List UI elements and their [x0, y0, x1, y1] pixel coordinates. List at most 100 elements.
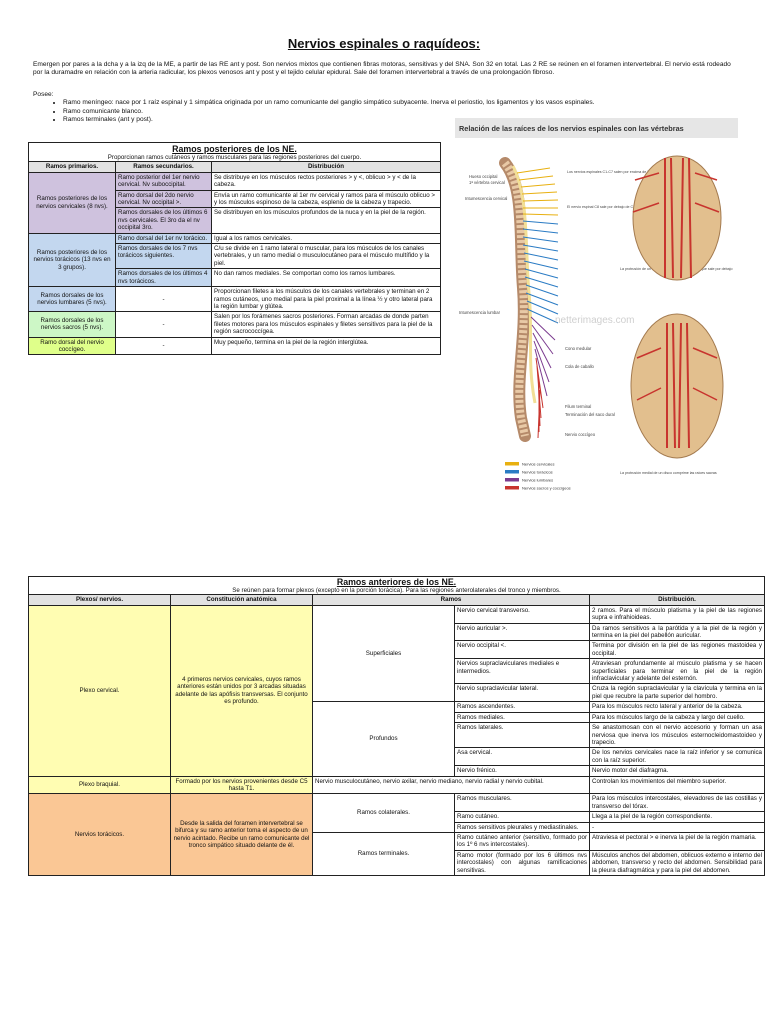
anterior-table-title: Ramos anteriores de los NE.: [336, 577, 457, 587]
table-header: Ramos anteriores de los NE. Se reúnen pa…: [28, 575, 765, 595]
figure-label: Terminación del saco dural: [565, 412, 615, 417]
posterior-table-title: Ramos posteriores de los NE.: [172, 144, 297, 154]
figure-label: Nervio coccígeo: [565, 432, 596, 437]
figure-label: Cono medular: [565, 346, 592, 351]
column-header: Ramos secundarios.: [115, 161, 212, 173]
constitucion-cell: Desde la salida del foramen intervertebr…: [170, 793, 313, 876]
distribution-cell: Atraviesa el pectoral > e inerva la piel…: [589, 831, 765, 851]
table-row: Ramo dorsal del nervio coccígeo. - Muy p…: [28, 336, 441, 356]
list-item: Ramo meníngeo: nace por 1 raíz espinal y…: [63, 99, 594, 107]
table-row: Ramos laterales. Se anastomosan con el n…: [29, 722, 765, 749]
column-header: Ramos primarios.: [28, 161, 116, 173]
lumbar-detail-bottom: [630, 313, 724, 459]
table-row: Nervios torácicos. Desde la salida del f…: [28, 793, 765, 876]
spine-figure: Relación de las raíces de los nervios es…: [455, 118, 738, 498]
table-row: Ramos mediales. Para los músculos largo …: [29, 711, 765, 724]
ramo-cell: Nervio musculocutáneo, nervio axilar, ne…: [312, 775, 590, 795]
table-row: Profundos Ramos ascendentes. Para los mú…: [29, 701, 765, 777]
table-row: Ramos sensitivos pleurales y mediastinal…: [29, 821, 765, 833]
table-row: Nervio supraclavicular lateral. Cruza la…: [29, 683, 765, 703]
ramo-cell: Asa cervical.: [454, 747, 590, 767]
posterior-table-subtitle: Proporcionan ramos cutáneos y ramos musc…: [107, 154, 362, 161]
intro-paragraph: Emergen por pares a la dcha y a la izq d…: [33, 61, 731, 77]
figure-caption: Relación de las raíces de los nervios es…: [459, 124, 684, 133]
legend-label: Nervios torácicos: [522, 470, 553, 475]
table-row: Ramos dorsales de los nervios lumbares (…: [28, 286, 441, 313]
distribution-cell: No dan ramos mediales. Se comportan como…: [211, 268, 441, 288]
distribution-cell: Muy pequeño, termina en la piel de la re…: [211, 336, 441, 356]
legend-swatch-thoracic: [505, 470, 519, 474]
list-item: Ramos terminales (ant y post).: [63, 116, 594, 124]
figure-caption-bar: [455, 118, 738, 138]
ramo-cell: Nervios supraclaviculares mediales e int…: [454, 658, 590, 685]
table-row: Ramos dorsales de los últimos 4 nvs torá…: [29, 268, 441, 288]
table-row: Ramos posteriores de los nervios cervica…: [28, 171, 441, 234]
distribution-cell: Controlan los movimientos del miembro su…: [589, 775, 765, 795]
table-header: Ramos posteriores de los NE. Proporciona…: [28, 141, 441, 162]
distribution-cell: Músculos anchos del abdomen, oblicuos ex…: [589, 849, 765, 877]
table-row: Plexo cervical. 4 primeros nervios cervi…: [28, 604, 765, 777]
secondary-cell: -: [115, 286, 212, 313]
posee-label: Posee:: [33, 91, 54, 98]
figure-note: El nervio espinal C8 sale por debajo de …: [567, 205, 635, 209]
list-item: Ramo comunicante blanco.: [63, 108, 594, 116]
figure-watermark: netterimages.com: [555, 315, 634, 326]
ramo-cell: Nervio supraclavicular lateral.: [454, 683, 590, 703]
distribution-cell: Atraviesan profundamente al músculo plat…: [589, 658, 765, 685]
legend-label: Nervios sacros y coccígeos: [522, 486, 571, 491]
plexo-cell: Plexo braquial.: [28, 775, 171, 795]
posee-list: Posee: Ramo meníngeo: nace por 1 raíz es…: [33, 91, 594, 125]
primary-cell: Ramos posteriores de los nervios torácic…: [28, 232, 116, 288]
table-row: Nervio auricular >. Da ramos sensitivos …: [29, 622, 765, 642]
figure-label: Intumescencia cervical: [465, 196, 507, 201]
distribution-cell: Termina por división en la piel de las r…: [589, 640, 765, 660]
secondary-cell: Ramo posterior del 1er nervio cervical. …: [115, 171, 212, 191]
table-row: Ramo dorsal del 2do nervio cervical. Nv …: [29, 189, 441, 209]
distribution-cell: Se distribuyen en los músculos profundos…: [211, 207, 441, 234]
figure-left-labels: Hueso occipital 1ª vértebra cervical Int…: [459, 174, 615, 437]
column-headers: Ramos primarios. Ramos secundarios. Dist…: [28, 161, 441, 173]
distribution-cell: Envía un ramo comunicante al 1er nv cerv…: [211, 189, 441, 209]
table-row: Nervio frénico. Nervio motor del diafrag…: [29, 765, 765, 777]
primary-cell: Ramos dorsales de los nervios sacros (5 …: [28, 311, 116, 338]
nerve-roots: [516, 167, 559, 439]
column-header: Distribución.: [589, 594, 765, 606]
ramo-cell: Ramos sensitivos pleurales y mediastinal…: [454, 821, 590, 833]
distribution-cell: C/u se divide en 1 ramo lateral o muscul…: [211, 243, 441, 270]
figure-note: Los nervios espinales C1-C7 salen por en…: [567, 170, 691, 174]
secondary-cell: Ramo dorsal del 1er nv torácico.: [115, 232, 212, 245]
plexo-cell: Plexo cervical.: [28, 604, 171, 777]
secondary-cell: Ramo dorsal del 2do nervio cervical. Nv …: [115, 189, 212, 209]
table-row: Ramo motor (formado por los 6 últimos nv…: [29, 849, 765, 877]
figure-label: Cola de caballo: [565, 364, 595, 369]
table-row: Ramos posteriores de los nervios torácic…: [28, 232, 441, 288]
figure-label: Filum terminal: [565, 404, 591, 409]
ramo-cell: Ramo cutáneo anterior (sensitivo, formad…: [454, 831, 590, 851]
table-row: Ramos terminales. Ramo cutáneo anterior …: [29, 831, 765, 877]
figure-label: Hueso occipital: [469, 174, 497, 179]
figure-note: La protrusión medial de un disco comprim…: [620, 471, 717, 475]
ramos-group-cell: Ramos colaterales.: [312, 793, 455, 833]
distribution-cell: Para los músculos recto lateral y anteri…: [589, 701, 765, 713]
distribution-cell: -: [589, 821, 765, 833]
distribution-cell: Para los músculos intercostales, elevado…: [589, 793, 765, 813]
column-header: Distribución: [211, 161, 441, 173]
column-headers: Plexos/ nervios. Constitución anatómica …: [28, 594, 765, 606]
distribution-cell: Cruza la región supraclavicular y la cla…: [589, 683, 765, 703]
lumbar-detail-top: [632, 155, 722, 281]
ramos-group-cell: Profundos: [312, 701, 455, 777]
legend-label: Nervios cervicales: [522, 462, 554, 467]
legend-swatch-sacral: [505, 486, 519, 490]
secondary-cell: Ramos dorsales de los 7 nvs torácicos si…: [115, 243, 212, 270]
secondary-cell: Ramos dorsales de los últimos 6 nvs cerv…: [115, 207, 212, 234]
ramo-cell: Nervio cervical transverso.: [454, 604, 590, 624]
ramo-cell: Ramos laterales.: [454, 722, 590, 749]
distribution-cell: De los nervios cervicales nace la raíz i…: [589, 747, 765, 767]
ramos-group-cell: Superficiales: [312, 604, 455, 703]
anterior-rami-table: Ramos anteriores de los NE. Se reúnen pa…: [28, 575, 765, 877]
vertebral-column: [499, 157, 537, 442]
posee-items: Ramo meníngeo: nace por 1 raíz espinal y…: [33, 99, 594, 124]
constitucion-cell: Formado por los nervios provenientes des…: [170, 775, 313, 795]
figure-label: 1ª vértebra cervical: [469, 180, 505, 185]
ramo-cell: Ramo cutáneo.: [454, 811, 590, 823]
